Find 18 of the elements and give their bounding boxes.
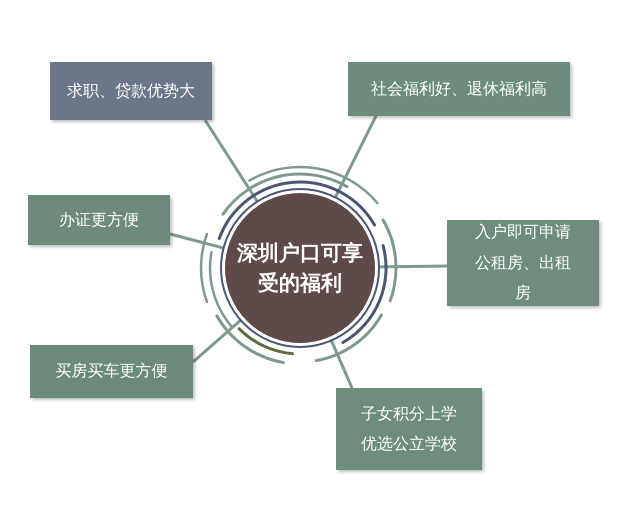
benefit-box (348, 62, 570, 116)
connector-line (204, 119, 260, 204)
benefit-text: 办证更方便 (59, 208, 139, 231)
benefit-box (447, 220, 599, 306)
benefit-box (50, 62, 212, 120)
benefit-text: 求职、贷款优势大 (67, 80, 195, 102)
benefit-box (336, 388, 482, 470)
benefit-box (28, 195, 170, 245)
connector-line (378, 264, 448, 268)
benefit-text: 买房买车更方便 (56, 360, 168, 382)
benefit-text: 子女积分上学优选公立学校 (360, 402, 458, 455)
connector-line (334, 115, 378, 199)
center-title: 深圳户口可享受的福利 (236, 240, 364, 297)
connector-line (330, 339, 354, 389)
benefit-box (30, 345, 193, 398)
benefit-text: 社会福利好、退休福利高 (371, 78, 547, 100)
connector-line (192, 318, 242, 364)
benefit-text: 入户即可申请公租房、出租房 (474, 221, 572, 304)
